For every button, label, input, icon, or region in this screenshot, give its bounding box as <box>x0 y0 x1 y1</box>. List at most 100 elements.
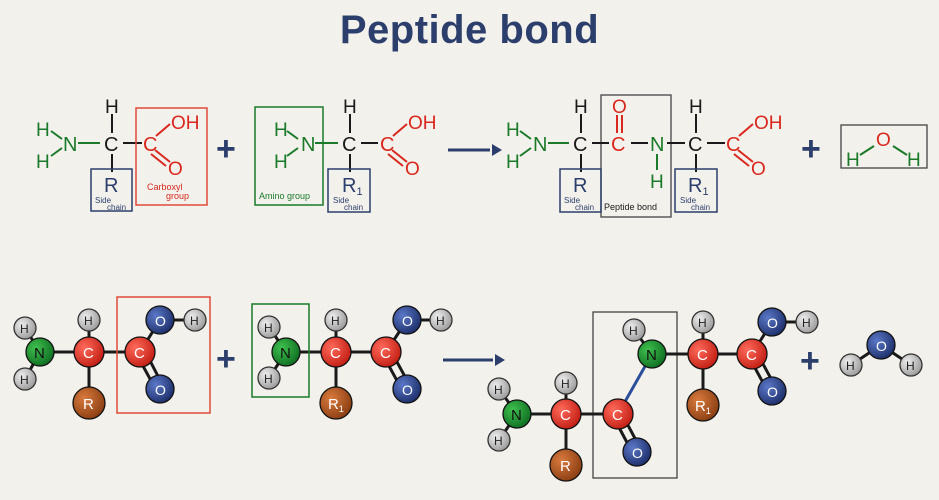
atom-c: C <box>688 134 702 156</box>
reaction-arrow <box>443 354 505 366</box>
atom-o: O <box>405 159 420 180</box>
atom-h: H <box>650 172 664 193</box>
atom-n-ball: N <box>271 337 301 367</box>
atom-h-ball: H <box>257 315 281 339</box>
atom-n: N <box>650 134 664 156</box>
atom-h-ball: H <box>622 318 646 342</box>
atom-h: H <box>105 97 119 118</box>
atom-h: H <box>907 150 921 171</box>
svg-text:H: H <box>494 383 503 397</box>
svg-text:O: O <box>767 384 778 400</box>
atom-h-ball: H <box>77 308 101 332</box>
side-chain-label: chain <box>575 203 594 212</box>
page-title: Peptide bond <box>339 8 600 52</box>
svg-text:R1: R1 <box>328 396 344 414</box>
svg-text:C: C <box>612 407 623 424</box>
atom-oh: OH <box>171 113 200 134</box>
atom-o: O <box>751 159 766 180</box>
atom-h-ball: H <box>429 308 453 332</box>
peptide-bond-box <box>592 311 678 479</box>
svg-text:N: N <box>34 345 45 362</box>
atom-c-ball: C <box>602 398 634 430</box>
svg-text:O: O <box>155 382 166 398</box>
atom-h: H <box>274 120 288 141</box>
atom-c-ball: C <box>550 398 582 430</box>
svg-text:C: C <box>746 347 757 364</box>
water-formula <box>859 145 908 156</box>
atom-c: C <box>380 134 394 156</box>
peptide-bond-label: Peptide bond <box>604 202 657 212</box>
svg-text:H: H <box>561 377 570 391</box>
side-chain-box <box>674 168 718 213</box>
atom-o-ball: O <box>622 437 652 467</box>
atom-h: H <box>343 97 357 118</box>
svg-text:H: H <box>802 316 811 330</box>
carboxyl-label: group <box>166 191 189 201</box>
atom-c-ball: C <box>736 338 768 370</box>
svg-text:H: H <box>436 314 445 328</box>
atom-n-ball: N <box>25 337 55 367</box>
atom-h: H <box>846 150 860 171</box>
side-chain-label: chain <box>691 203 710 212</box>
side-chain-label: Side <box>680 196 697 205</box>
svg-text:H: H <box>906 359 915 373</box>
atom-n: N <box>301 134 315 156</box>
plus-sign: + <box>216 130 236 168</box>
atom-c-ball: C <box>73 336 105 368</box>
atom-c: C <box>726 134 740 156</box>
atom-oh: OH <box>754 113 783 134</box>
plus-sign: + <box>801 130 821 168</box>
svg-text:C: C <box>83 345 94 362</box>
amino-group-box <box>251 303 310 398</box>
atom-n-ball: N <box>637 339 667 369</box>
svg-text:R: R <box>83 396 94 413</box>
atom-c-ball: C <box>687 338 719 370</box>
side-chain-label: chain <box>344 203 363 212</box>
svg-text:H: H <box>331 314 340 328</box>
side-chain-box <box>90 168 133 212</box>
atom-h-ball: H <box>257 366 281 390</box>
atom-r1-ball: R1 <box>319 386 353 420</box>
plus-sign: + <box>216 340 236 378</box>
atom-h: H <box>506 120 520 141</box>
atom-r-ball: R <box>549 448 583 482</box>
atom-h-ball: H <box>795 310 819 334</box>
side-chain-box <box>559 168 602 213</box>
svg-text:O: O <box>876 338 887 354</box>
atom-c-ball: C <box>370 336 402 368</box>
atom-h-ball: H <box>13 316 37 340</box>
atom-c-ball: C <box>320 336 352 368</box>
atom-h-ball: H <box>487 377 511 401</box>
svg-text:R1: R1 <box>695 398 711 416</box>
atom-h-ball: H <box>183 308 207 332</box>
reaction-arrow <box>448 144 502 156</box>
atom-h-ball: H <box>899 353 923 377</box>
atom-o: O <box>876 130 891 151</box>
atom-n-ball: N <box>502 399 532 429</box>
side-chain-box <box>327 168 371 213</box>
side-chain-label: Side <box>564 196 581 205</box>
amino-group-box <box>254 106 324 206</box>
atom-c: C <box>611 134 625 156</box>
atom-h: H <box>36 120 50 141</box>
svg-text:H: H <box>698 316 707 330</box>
atom-o: O <box>168 159 183 180</box>
atom-h-ball: H <box>554 371 578 395</box>
atom-h: H <box>574 97 588 118</box>
atom-r1: R1 <box>342 175 363 198</box>
svg-text:N: N <box>280 345 291 362</box>
amino-acid-1-formula <box>50 114 171 172</box>
atom-h: H <box>506 152 520 173</box>
side-chain-label: Side <box>333 196 350 205</box>
atom-c: C <box>104 134 118 156</box>
atom-r: R <box>573 175 587 197</box>
atom-c: C <box>143 134 157 156</box>
atom-n: N <box>533 134 547 156</box>
atom-o-ball: O <box>757 376 787 406</box>
svg-text:R: R <box>560 458 571 475</box>
svg-text:H: H <box>20 373 29 387</box>
svg-text:H: H <box>190 314 199 328</box>
svg-text:C: C <box>380 345 391 362</box>
